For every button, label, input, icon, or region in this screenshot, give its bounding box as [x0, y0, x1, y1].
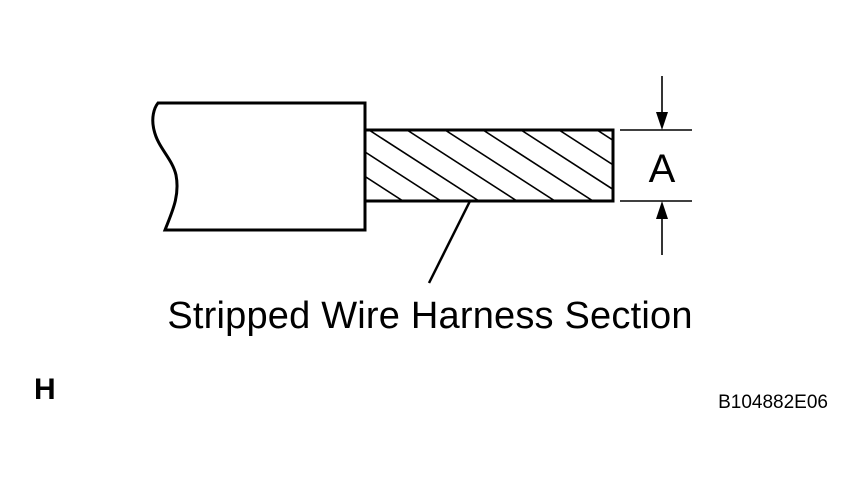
hatch-line [406, 130, 518, 201]
dimension-label: A [648, 147, 676, 191]
hatch-line [365, 150, 442, 201]
hatch-line [558, 130, 613, 166]
dimension-arrow-top [656, 76, 668, 130]
hatch-line [368, 130, 480, 201]
hatch-line [365, 175, 404, 201]
dimension-arrow-bottom [656, 201, 668, 255]
figure-code: B104882E06 [718, 392, 828, 413]
hatch-line [673, 130, 783, 201]
stripped-conductor [363, 128, 821, 203]
hatch-line [444, 130, 556, 201]
view-label: H [34, 373, 56, 406]
wire-insulation [151, 101, 367, 232]
hatch-line [482, 130, 594, 201]
callout-label: Stripped Wire Harness Section [167, 295, 693, 337]
leader-line [427, 200, 472, 284]
hatch-line [711, 130, 821, 201]
